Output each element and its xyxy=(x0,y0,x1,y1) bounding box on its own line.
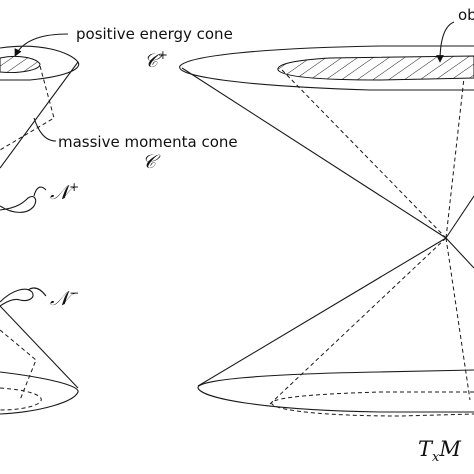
right-lower-cone-left-side xyxy=(197,237,447,387)
n-minus-leader xyxy=(27,287,47,297)
n-plus-label: 𝒩+ xyxy=(50,180,79,204)
n-plus-leader xyxy=(33,186,47,197)
massive-momenta-cone-label: massive momenta cone xyxy=(58,133,238,151)
right-lower-dashed-ellipse xyxy=(271,391,474,417)
left-n-minus-leaf xyxy=(0,288,34,307)
left-lower-cone-base xyxy=(0,371,79,415)
left-n-plus-leaf xyxy=(0,196,37,213)
right-cone-right-side-lower xyxy=(445,237,474,269)
positive-energy-cone-label: positive energy cone xyxy=(76,25,233,43)
left-hatched-cap xyxy=(0,55,41,73)
massive-momenta-leader xyxy=(33,117,57,142)
left-upper-inner-dashed xyxy=(0,65,55,151)
left-cone-figure xyxy=(0,33,80,415)
left-upper-cone-rim xyxy=(0,45,80,81)
right-inner-dashed-lower-left xyxy=(269,237,447,405)
right-cone-right-side-upper xyxy=(445,195,474,239)
tangent-space-label: TxM xyxy=(418,437,461,465)
cropped-top-right-label: ob xyxy=(458,6,474,24)
right-hatched-cap xyxy=(277,55,474,81)
n-minus-label: 𝒩− xyxy=(50,286,79,310)
c-plus-label: 𝒞+ xyxy=(144,48,168,72)
right-upper-cone-left-side xyxy=(181,67,447,239)
positive-energy-leader xyxy=(14,33,69,57)
right-upper-ellipse xyxy=(179,45,474,91)
left-upper-cone-side xyxy=(0,61,79,169)
left-lower-dashed-ellipse xyxy=(0,387,42,411)
c-label: 𝒞 xyxy=(142,151,161,173)
left-lower-cone-side xyxy=(0,305,79,389)
right-cone-figure xyxy=(179,21,474,417)
right-inner-dashed-lower-right xyxy=(445,237,471,401)
right-inner-dashed-upper-left xyxy=(281,69,447,239)
right-lower-ellipse xyxy=(197,369,474,413)
right-inner-dashed-upper-right xyxy=(445,77,465,239)
right-top-leader xyxy=(436,21,455,63)
left-lower-inner-dashed xyxy=(0,329,37,401)
